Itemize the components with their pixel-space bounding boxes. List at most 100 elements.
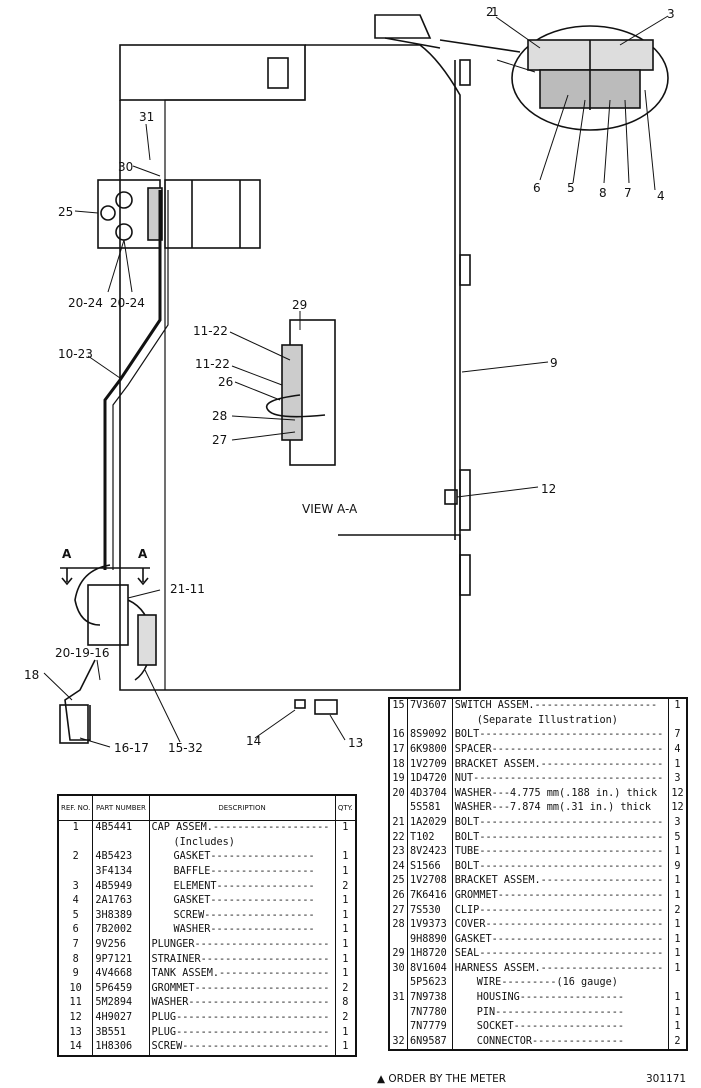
cap-detail-circle — [511, 25, 669, 131]
qty-cell: 2 — [342, 1011, 349, 1023]
part-number-cell — [92, 835, 150, 851]
ref-cell: 30 — [389, 961, 408, 977]
callout-20-24-b: 20-24 — [110, 296, 145, 310]
description-cell: WASHER----------------- — [149, 923, 336, 938]
description-cell: BRACKET ASSEM.-------------------- — [452, 757, 669, 772]
ref-cell: 2 — [58, 850, 94, 865]
callout-25: 25 — [58, 205, 73, 219]
ref-cell: 13 — [58, 1025, 94, 1040]
filler-neck — [374, 14, 432, 39]
qty-cell: 1 — [674, 919, 681, 931]
qty-cell: 2 — [674, 904, 681, 916]
ref-cell: 5 — [58, 908, 94, 924]
qty-cell: 1 — [674, 1021, 681, 1033]
part-number-cell: 4B5441 — [92, 820, 150, 836]
callout-3: 3 — [667, 7, 675, 21]
description-cell: WIRE---------(16 gauge) — [452, 976, 669, 991]
qty-cell: 1 — [674, 875, 681, 887]
description-cell: SOCKET------------------ — [452, 1020, 669, 1035]
qty-cell: 2 — [342, 982, 349, 994]
description-cell: SWITCH ASSEM.-------------------- — [452, 698, 669, 714]
description-cell: GASKET----------------- — [149, 893, 336, 909]
description-cell: BRACKET ASSEM.-------------------- — [452, 874, 669, 889]
tank-inner-edge — [164, 45, 306, 690]
ref-cell: 10 — [58, 981, 94, 997]
part-number-cell: 4H9027 — [92, 1010, 150, 1026]
description-cell: WASHER---4.775 mm(.188 in.) thick — [452, 786, 669, 802]
description-cell: SPACER---------------------------- — [452, 742, 669, 758]
part-number-cell: 3B551 — [92, 1025, 150, 1040]
tube — [103, 190, 162, 570]
qty-cell: 1 — [342, 909, 349, 921]
description-cell: GASKET---------------------------- — [452, 932, 669, 948]
description-cell: CLIP------------------------------ — [452, 903, 669, 918]
tank-body-outline — [119, 44, 461, 691]
view-label: VIEW A-A — [302, 502, 358, 516]
part-number-cell: 7S530 — [407, 903, 453, 918]
description-cell: BOLT------------------------------ — [452, 815, 669, 831]
ref-cell: 25 — [389, 874, 408, 889]
ref-cell: 11 — [58, 996, 94, 1011]
ref-cell: 19 — [389, 771, 408, 787]
part-number-cell: 8V2423 — [407, 844, 453, 860]
description-cell: NUT------------------------------- — [452, 771, 669, 787]
description-cell: PLUG------------------------- — [149, 1025, 336, 1040]
description-cell: HARNESS ASSEM.-------------------- — [452, 961, 669, 977]
qty-cell: 1 — [674, 1006, 681, 1018]
table-header-row: REF. NO. PART NUMBER DESCRIPTION QTY. — [58, 795, 356, 821]
qty-cell: 12 — [671, 802, 684, 814]
part-number-cell: 3H8389 — [92, 908, 150, 924]
qty-cell: 3 — [674, 816, 681, 828]
figure-number: 301171 — [646, 1073, 687, 1085]
part-number-cell: 2A1763 — [92, 893, 150, 909]
part-number-cell: 7N7779 — [407, 1020, 453, 1035]
part-number-cell: 7N9738 — [407, 990, 453, 1006]
qty-cell: 1 — [674, 948, 681, 960]
part-number-cell: 5P5623 — [407, 976, 453, 991]
section-mark-right: A — [138, 547, 148, 561]
tank-top-plate — [267, 57, 289, 89]
header-ref: REF. NO. — [58, 795, 94, 821]
qty-cell: 1 — [342, 822, 349, 834]
description-cell: TUBE------------------------------ — [452, 844, 669, 860]
ref-cell: 22 — [389, 830, 408, 845]
qty-cell: 1 — [674, 700, 681, 712]
part-number-cell: 1A2029 — [407, 815, 453, 831]
part-number-cell: 4B5423 — [92, 850, 150, 865]
ref-cell: 15 — [389, 698, 408, 714]
ref-cell: 12 — [58, 1010, 94, 1026]
table-row: (Separate Illustration) — [389, 713, 687, 729]
qty-cell: 1 — [674, 758, 681, 770]
description-cell: CONNECTOR--------------- — [452, 1034, 669, 1051]
description-cell: CAP ASSEM.------------------- — [149, 820, 336, 836]
description-cell: SCREW------------------------ — [149, 1039, 336, 1056]
ref-cell: 20 — [389, 786, 408, 802]
callout-11-22-b: 11-22 — [195, 357, 230, 371]
ref-cell: 31 — [389, 990, 408, 1006]
qty-cell: 3 — [674, 773, 681, 785]
description-cell: WASHER---7.874 mm(.31 in.) thick — [452, 801, 669, 816]
qty-cell: 8 — [342, 997, 349, 1009]
description-cell: COVER----------------------------- — [452, 917, 669, 933]
description-cell: GASKET----------------- — [149, 850, 336, 865]
section-mark-left: A — [62, 547, 72, 561]
qty-cell: 1 — [342, 1026, 349, 1038]
callout-5: 5 — [567, 181, 575, 195]
